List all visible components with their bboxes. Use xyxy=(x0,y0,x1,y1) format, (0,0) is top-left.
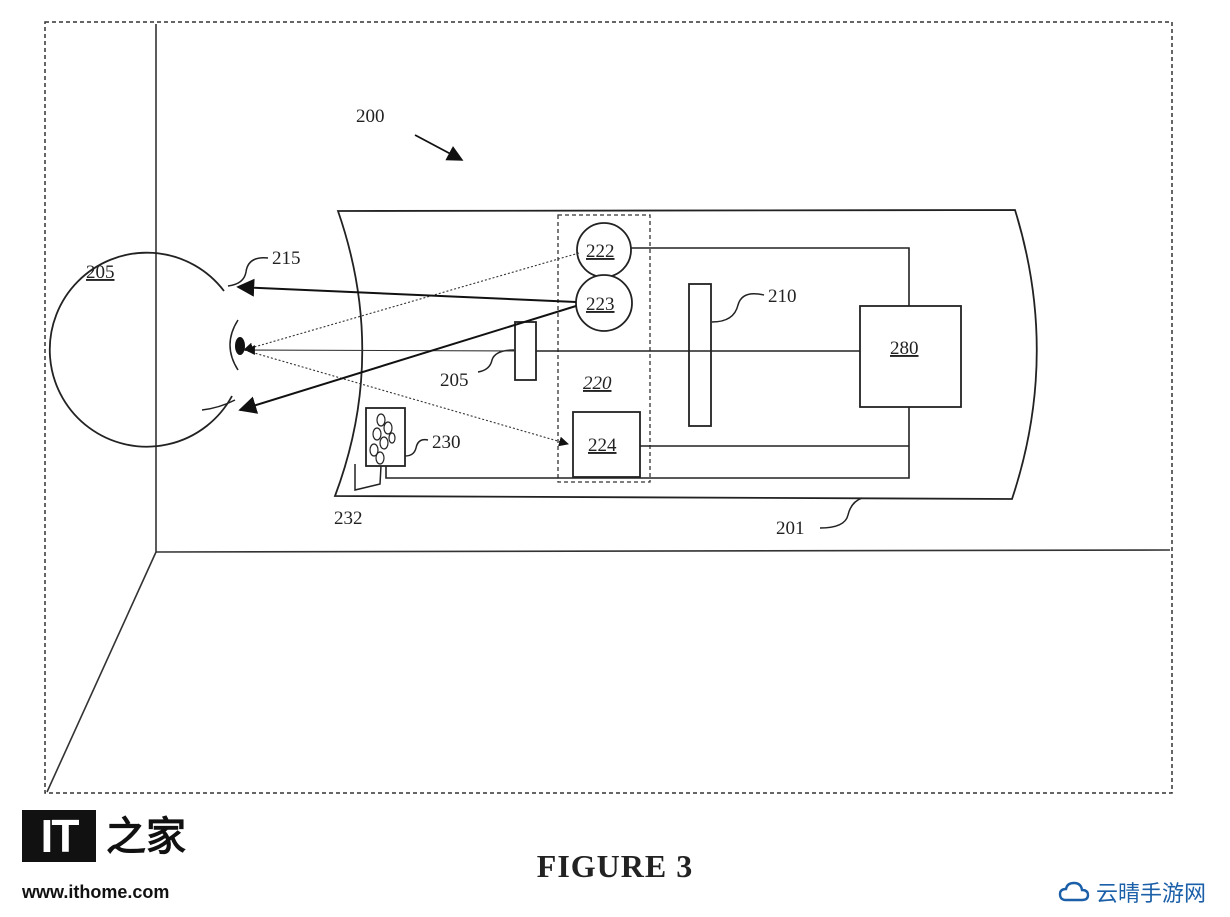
leader-201 xyxy=(819,497,863,529)
logo-chinese-text: 之家 xyxy=(106,813,186,860)
unit-280-box xyxy=(859,305,962,408)
label-230: 230 xyxy=(432,432,461,453)
label-205-eye: 205 xyxy=(86,262,115,283)
group-220-dashed xyxy=(557,214,651,483)
label-205-element: 205 xyxy=(440,370,469,391)
label-220: 220 xyxy=(583,373,612,394)
label-215: 215 xyxy=(272,248,301,269)
eyeball xyxy=(48,251,245,448)
element-205-rect xyxy=(514,321,537,381)
figure-caption: FIGURE 3 xyxy=(536,848,694,884)
detector-224-box xyxy=(572,411,641,478)
cloud-icon xyxy=(1058,881,1090,902)
housing-201 xyxy=(333,209,1038,500)
label-280: 280 xyxy=(890,338,919,359)
watermark-text: 云晴手游网 xyxy=(1096,882,1207,907)
component-223-circle xyxy=(575,274,633,332)
logo-it-mark: IT xyxy=(22,810,96,862)
ithome-logo: IT 之家 www.ithome.com xyxy=(22,810,192,910)
label-210: 210 xyxy=(768,286,797,307)
label-200: 200 xyxy=(356,106,385,127)
component-232-bracket xyxy=(354,464,382,491)
leader-205 xyxy=(477,349,515,373)
lens-210 xyxy=(688,283,712,427)
label-232: 232 xyxy=(334,508,363,529)
label-224: 224 xyxy=(588,435,617,456)
arrow-200 xyxy=(414,134,464,161)
label-222: 222 xyxy=(586,241,615,262)
rays-bold xyxy=(236,278,577,414)
leader-210 xyxy=(711,293,765,323)
component-230-pattern xyxy=(369,413,396,465)
label-201: 201 xyxy=(776,518,805,539)
rays-thin xyxy=(243,252,580,447)
logo-url: www.ithome.com xyxy=(22,882,170,902)
ray-from-205 xyxy=(245,345,516,355)
wiring xyxy=(385,247,910,479)
label-223: 223 xyxy=(586,294,615,315)
leader-215 xyxy=(227,257,269,287)
outer-dashed-frame xyxy=(44,21,1173,794)
leader-230 xyxy=(404,438,429,457)
watermark: 云晴手游网 xyxy=(1058,872,1206,912)
room-perspective-lines xyxy=(46,24,1171,793)
